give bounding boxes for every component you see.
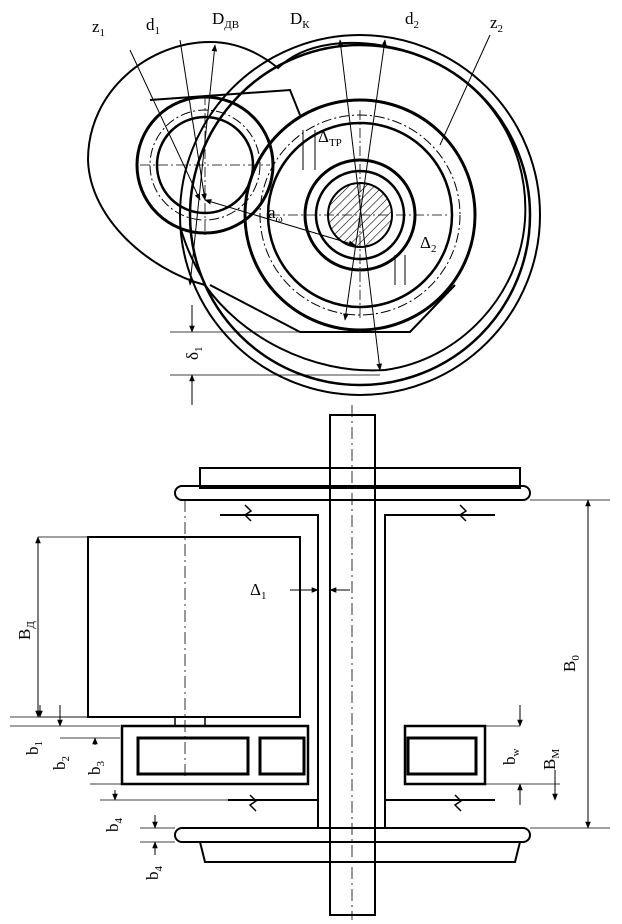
label-b-w: bw: [500, 749, 522, 766]
label-z2: z2: [490, 13, 503, 35]
label-b4-b: b4: [143, 866, 165, 881]
top-view: [86, 34, 541, 405]
label-d1: d1: [146, 15, 160, 37]
motor: [87, 536, 301, 718]
base-plate: [209, 284, 456, 333]
wheel-outer-2: [179, 34, 541, 396]
gear-right-outer: [403, 724, 487, 786]
side-view-labels: BД Δ1 B0 BМ bw b1 b2 b3 b4 b4: [15, 580, 582, 880]
gear-left-inner: [136, 736, 250, 776]
label-delta-2: Δ2: [420, 233, 436, 255]
label-d-dv: DДВ: [212, 9, 239, 31]
label-a-omega: aω: [268, 203, 283, 225]
gear-left-inner-2: [258, 736, 306, 776]
top-flange: [174, 485, 531, 501]
gear-left-outer: [120, 724, 310, 786]
label-b4-a: b4: [103, 818, 125, 833]
side-view: [10, 405, 610, 920]
label-d2: d2: [405, 9, 419, 31]
label-d-k: DК: [290, 9, 310, 31]
label-b1: b1: [23, 741, 45, 755]
shaft: [329, 414, 376, 916]
label-b-d: BД: [15, 621, 37, 640]
label-b2: b2: [50, 756, 72, 770]
label-z1: z1: [92, 17, 105, 39]
top-cover: [199, 467, 521, 489]
label-b0: B0: [560, 655, 582, 672]
label-b3: b3: [85, 761, 107, 776]
top-view-labels: z1 d1 DДВ DК d2 z2 ΔТР aω Δ2 δ1: [92, 9, 503, 360]
label-delta-1: Δ1: [250, 580, 266, 602]
label-delta-tr: ΔТР: [318, 127, 342, 149]
gear-right-inner: [406, 736, 478, 776]
label-delta-small-1: δ1: [183, 346, 205, 360]
bottom-cover: [198, 841, 522, 863]
label-b-m: BМ: [540, 749, 562, 770]
